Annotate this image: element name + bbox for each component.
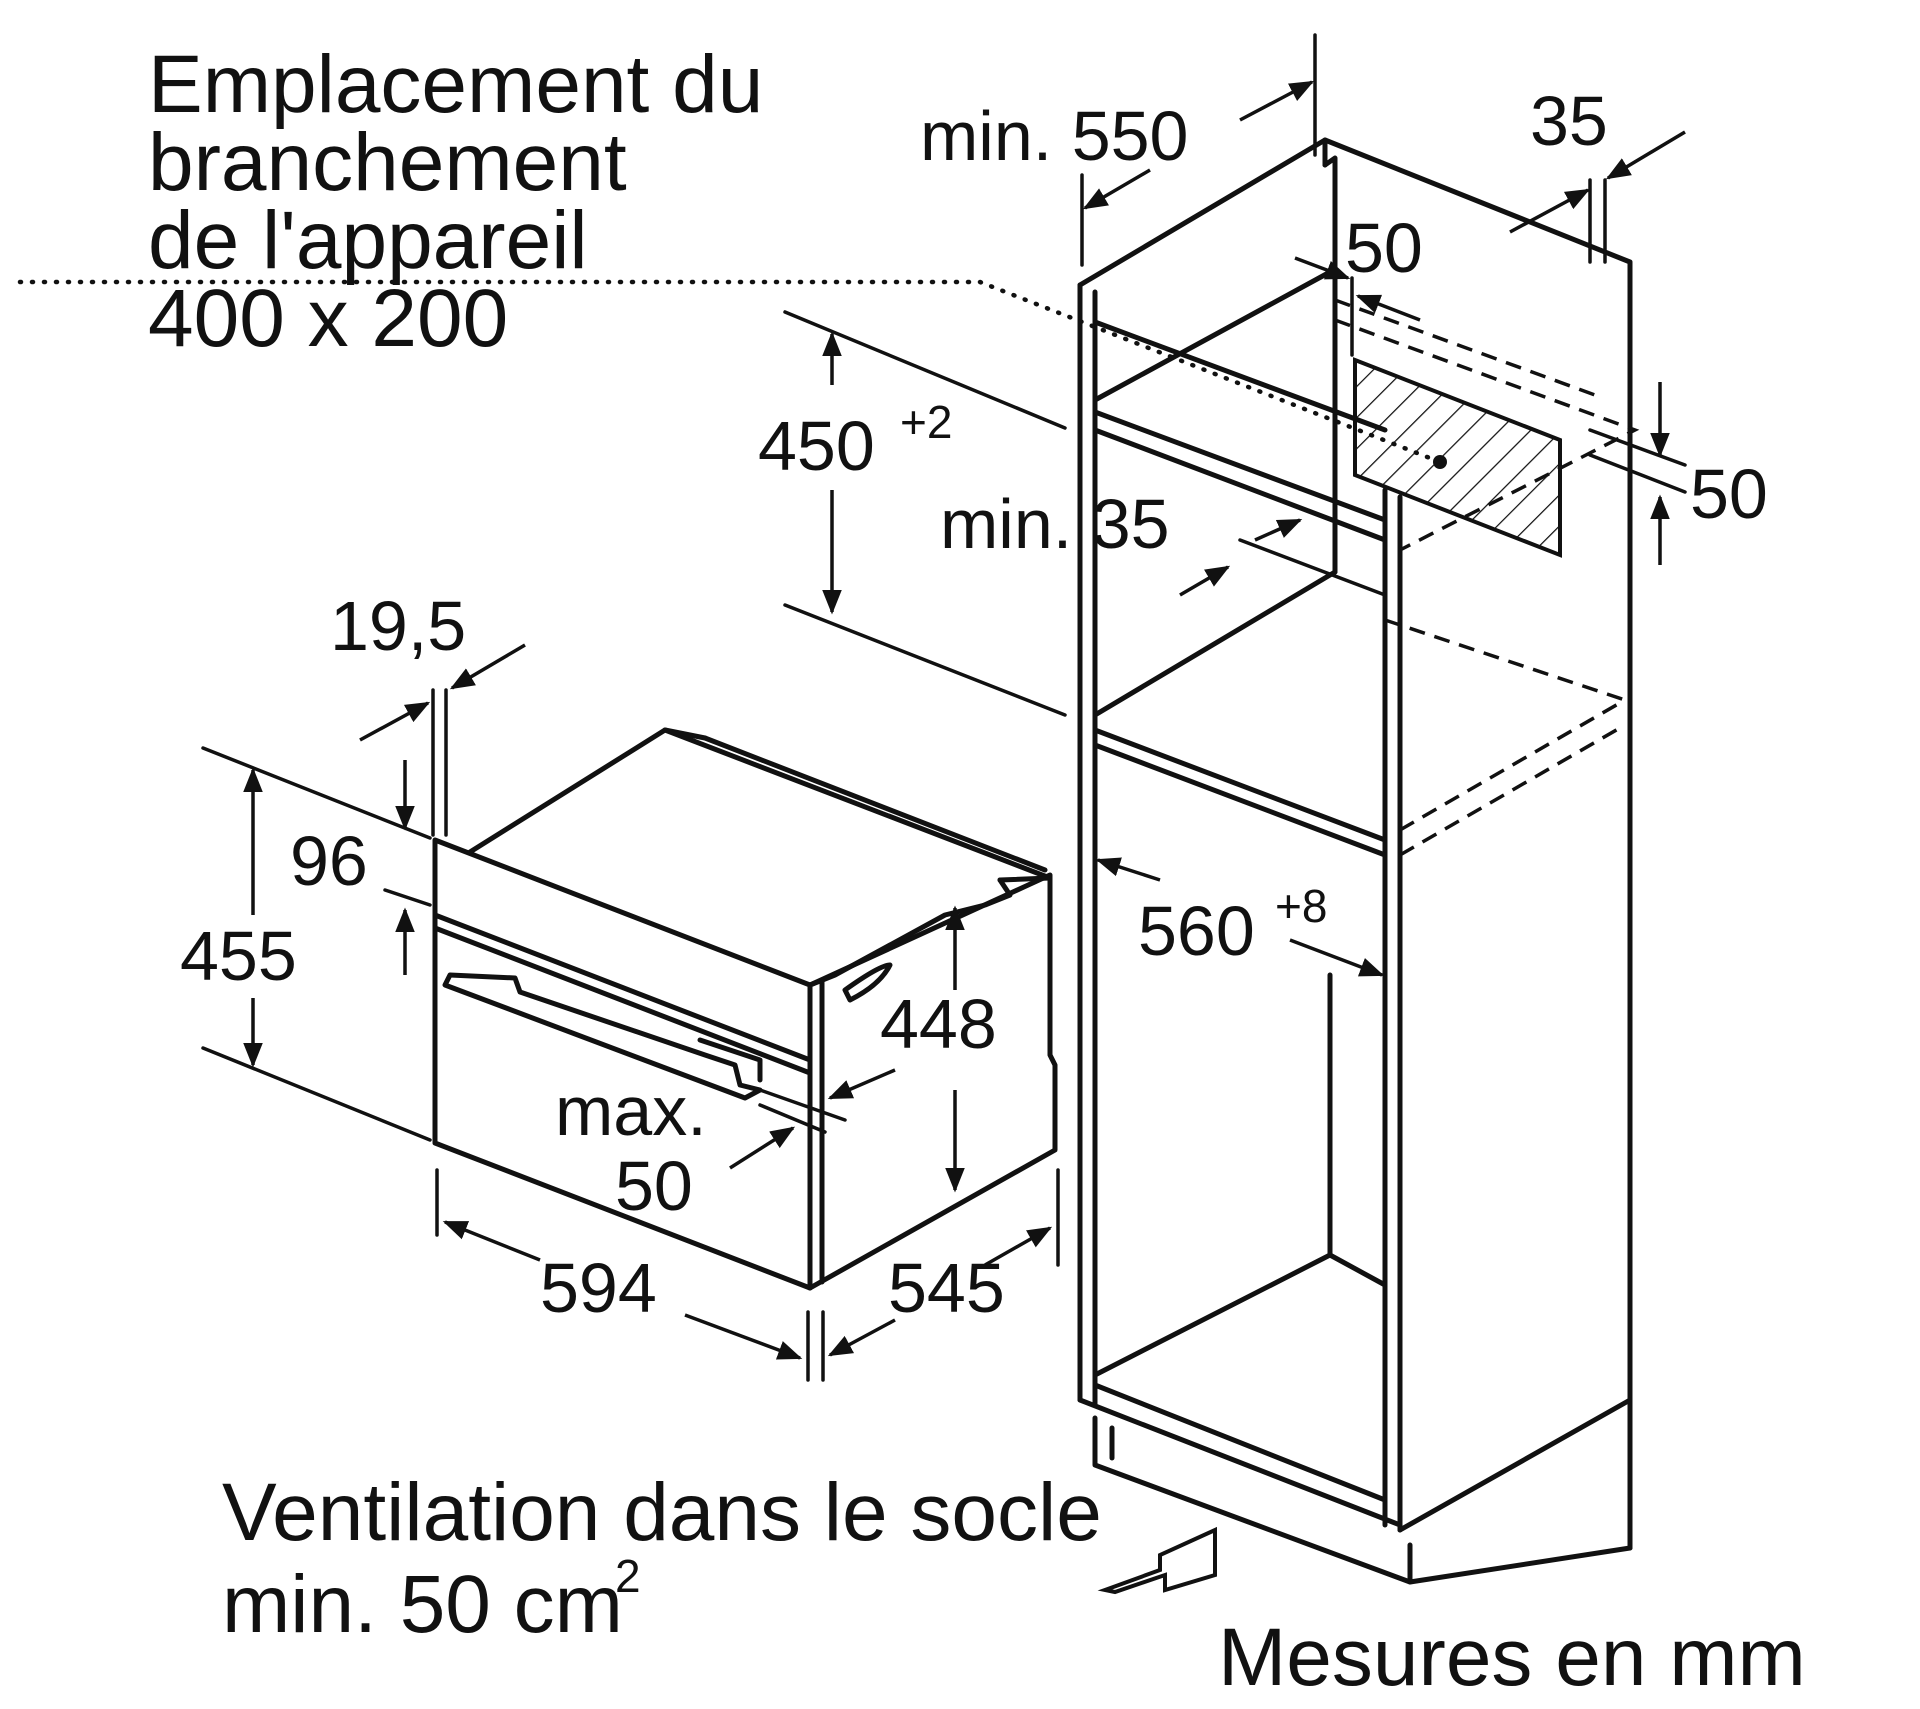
tall-cabinet	[17, 137, 1640, 1585]
dim-total-height: 455	[180, 917, 297, 995]
dim-niche-height-tol: +2	[900, 396, 952, 448]
dim-panel-height: 96	[290, 822, 368, 900]
dim-socket-height: 50	[1690, 455, 1768, 533]
connection-note: Emplacement du branchement de l'appareil…	[148, 39, 763, 364]
dim-niche-height: 450	[758, 407, 875, 485]
dim-rear-gap: min. 35	[940, 485, 1170, 563]
oven-appliance	[432, 727, 1058, 1291]
connection-note-line3: de l'appareil	[148, 195, 588, 286]
ventilation-line1: Ventilation dans le socle	[222, 1467, 1102, 1558]
dim-niche-width: 560	[1138, 892, 1255, 970]
dim-niche-width-tol: +8	[1275, 880, 1327, 932]
dim-socket-offset: 50	[1345, 209, 1423, 287]
dim-top-gap: 35	[1530, 82, 1608, 160]
connection-note-line1: Emplacement du	[148, 39, 763, 130]
units-note: Mesures en mm	[1218, 1612, 1806, 1703]
dim-width: 594	[540, 1249, 657, 1327]
dim-front-thickness: 19,5	[330, 587, 466, 665]
cabinet-dimension-lines	[783, 33, 1687, 1595]
connection-note-line2: branchement	[148, 117, 627, 208]
connection-note-line4: 400 x 200	[148, 273, 508, 364]
dim-handle-max-2: 50	[615, 1147, 693, 1225]
ventilation-note: Ventilation dans le socle min. 50 cm 2	[222, 1467, 1102, 1650]
dim-body-height: 448	[880, 985, 997, 1063]
oven-dimension-lines	[201, 643, 1060, 1382]
ventilation-line2: min. 50 cm	[222, 1559, 623, 1650]
dim-depth: 545	[888, 1249, 1005, 1327]
dim-handle-max-1: max.	[555, 1072, 707, 1150]
ventilation-superscript: 2	[615, 1550, 641, 1602]
dim-cabinet-depth: min. 550	[920, 97, 1188, 175]
